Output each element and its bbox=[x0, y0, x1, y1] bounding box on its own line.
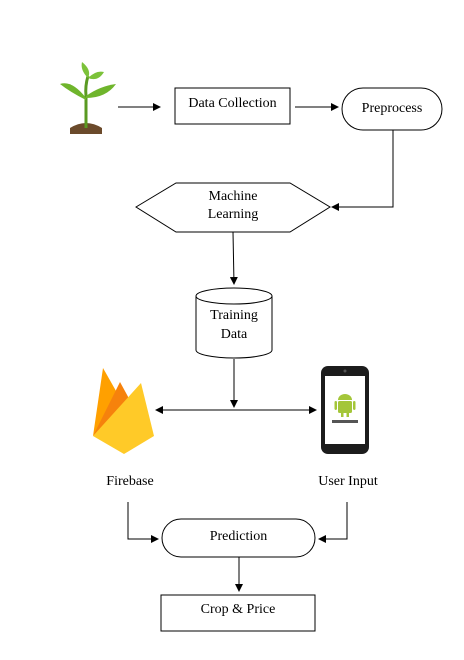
data-collection-label: Data Collection bbox=[188, 96, 277, 111]
firebase-label: Firebase bbox=[106, 474, 154, 489]
machine-learning-label-line1: Machine bbox=[208, 189, 258, 204]
arrow-preprocess-to-ml bbox=[331, 130, 394, 211]
preprocess-label: Preprocess bbox=[361, 101, 423, 116]
arrow-userinput-to-prediction bbox=[318, 502, 348, 543]
machine-learning-label-line2: Learning bbox=[207, 207, 259, 222]
firebase-icon bbox=[93, 368, 154, 454]
training-data-cylinder bbox=[195, 287, 273, 359]
crop-price-box bbox=[160, 594, 316, 632]
training-data-label-line2: Data bbox=[220, 327, 248, 342]
android-phone-icon bbox=[321, 366, 369, 454]
prediction-label: Prediction bbox=[209, 529, 268, 544]
arrow-firebase-to-prediction bbox=[127, 502, 159, 543]
arrow-ml-to-training bbox=[229, 231, 238, 285]
user-input-label: User Input bbox=[318, 474, 378, 489]
plant-sprout-icon bbox=[60, 62, 116, 134]
preprocess-pill bbox=[341, 87, 443, 131]
training-data-label-line1: Training bbox=[210, 308, 258, 323]
crop-price-label: Crop & Price bbox=[200, 602, 276, 617]
data-collection-box bbox=[174, 87, 291, 125]
machine-learning-hexagon bbox=[135, 182, 331, 233]
